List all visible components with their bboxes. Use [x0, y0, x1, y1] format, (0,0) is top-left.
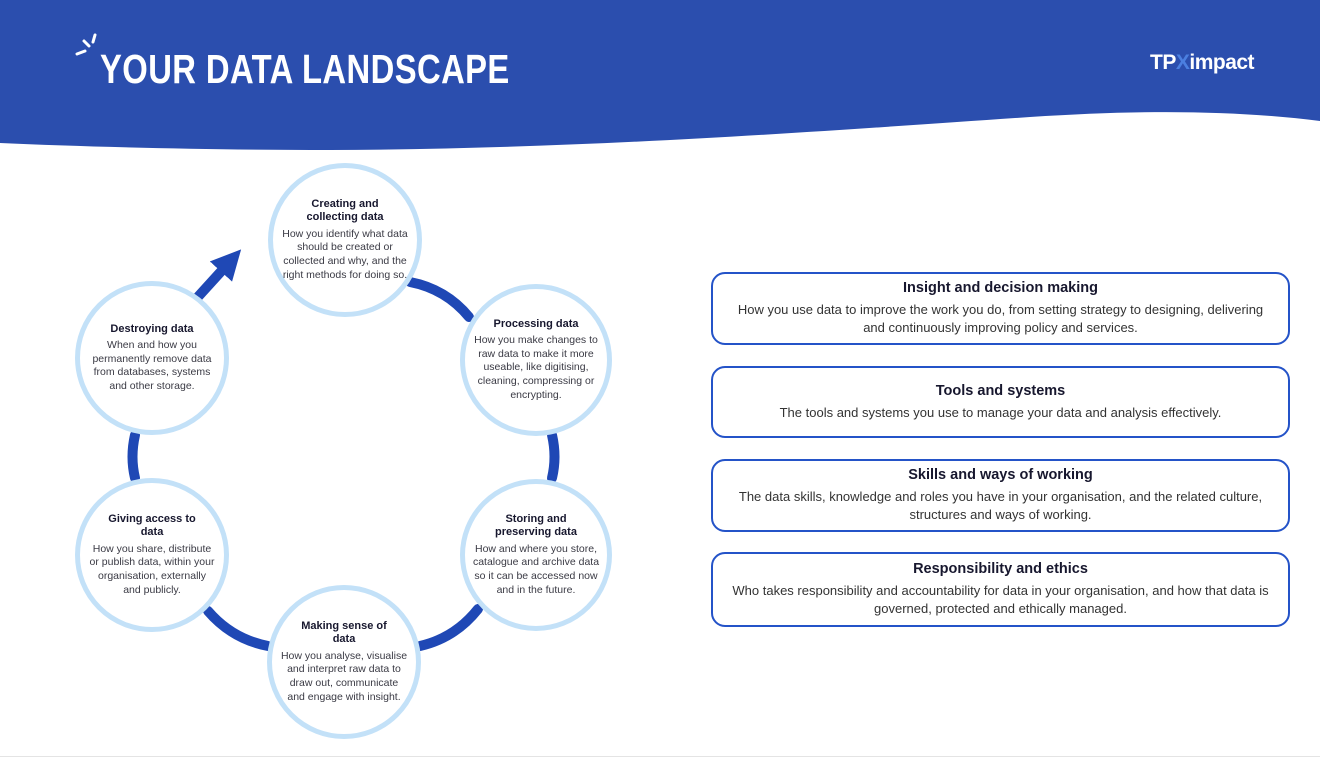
cycle-node-destroying-data: Destroying data When and how you permane…: [75, 281, 229, 435]
cycle-node-body: When and how you permanently remove data…: [92, 338, 212, 392]
panel-body: The data skills, knowledge and roles you…: [738, 489, 1263, 523]
cycle-node-title: Processing data: [493, 317, 579, 330]
cycle-node-title: Making sense of data: [301, 619, 387, 646]
panel-body: How you use data to improve the work you…: [737, 302, 1264, 336]
bottom-divider: [0, 756, 1320, 757]
panel-tools-and-systems: Tools and systems The tools and systems …: [711, 366, 1290, 438]
panel-body: Who takes responsibility and accountabil…: [732, 583, 1269, 617]
panel-title: Responsibility and ethics: [913, 561, 1088, 578]
cycle-node-title: Creating and collecting data: [306, 197, 384, 224]
sparkle-icon: [75, 33, 97, 56]
cycle-node-title: Destroying data: [110, 322, 194, 335]
connector-destroying-to-creating-arrow: [191, 249, 242, 304]
cycle-node-title: Giving access to data: [108, 512, 196, 539]
cycle-node-giving-access-to-data: Giving access to data How you share, dis…: [75, 478, 229, 632]
logo-part-impact: impact: [1189, 51, 1255, 74]
cycle-node-processing-data: Processing data How you make changes to …: [460, 284, 612, 436]
panel-body: The tools and systems you use to manage …: [779, 404, 1222, 420]
connector-creating-to-processing: [405, 277, 474, 322]
panel-responsibility-and-ethics: Responsibility and ethics Who takes resp…: [711, 552, 1290, 627]
page-title: YOUR DATA LANDSCAPE: [100, 46, 510, 92]
cycle-node-storing-preserving-data: Storing and preserving data How and wher…: [460, 479, 612, 631]
cycle-node-body: How you share, distribute or publish dat…: [89, 542, 215, 596]
connector-storing-to-makingsense: [415, 604, 483, 651]
panel-insight-and-decision-making: Insight and decision making How you use …: [711, 272, 1290, 345]
cycle-node-body: How and where you store, catalogue and a…: [472, 542, 600, 596]
panel-title: Tools and systems: [935, 382, 1066, 399]
panel-title: Skills and ways of working: [908, 467, 1093, 484]
panel-skills-and-ways-of-working: Skills and ways of working The data skil…: [711, 459, 1290, 532]
connector-givingaccess-to-destroying: [127, 430, 140, 483]
panel-title: Insight and decision making: [903, 280, 1098, 297]
header-wave-background: [0, 0, 1320, 150]
cycle-node-body: How you identify what data should be cre…: [282, 227, 408, 281]
logo-part-x: X: [1175, 51, 1190, 74]
connector-processing-to-storing: [547, 430, 560, 483]
logo-part-tp: TP: [1150, 51, 1176, 74]
connector-makingsense-to-givingaccess: [203, 606, 273, 651]
tpximpact-logo: TPXimpact: [1150, 51, 1255, 75]
cycle-node-title: Storing and preserving data: [495, 512, 577, 539]
cycle-node-body: How you analyse, visualise and interpret…: [280, 649, 408, 703]
cycle-node-creating-collecting-data: Creating and collecting data How you ide…: [268, 163, 422, 317]
cycle-node-body: How you make changes to raw data to make…: [474, 334, 598, 401]
cycle-node-making-sense-of-data: Making sense of data How you analyse, vi…: [267, 585, 421, 739]
